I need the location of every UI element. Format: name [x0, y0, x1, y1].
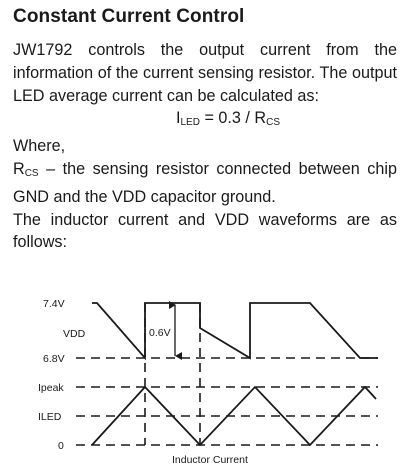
intro-paragraph: JW1792 controls the output current from …	[13, 41, 397, 105]
vdd-waveform	[92, 302, 378, 361]
iled-label: ILED	[38, 411, 62, 423]
formula-led-subscript: LED	[180, 117, 200, 129]
waveform-intro: The inductor current and VDD waveforms a…	[13, 210, 397, 252]
section-title: Constant Current Control	[13, 6, 245, 27]
formula-i: I	[176, 109, 181, 128]
body-text: JW1792 controls the output current from …	[13, 39, 397, 254]
vmax-label: 7.4V	[43, 298, 65, 310]
vdd-label: VDD	[63, 328, 86, 340]
inductor-current-waveform	[91, 385, 377, 447]
rcs-description: – the sensing resistor connected between…	[13, 159, 397, 206]
zero-label: 0	[58, 440, 64, 452]
current-formula: ILED = 0.3 / RCS	[13, 107, 397, 135]
delta-voltage-label: 0.6V	[149, 327, 171, 339]
inductor-current-caption: Inductor Current	[172, 454, 248, 466]
rcs-symbol: R	[13, 159, 25, 178]
formula-middle: = 0.3 / R	[199, 109, 267, 128]
formula-cs-subscript: CS	[266, 117, 280, 129]
waveform-diagram: 7.4V VDD 6.8V Ipeak ILED 0 0.6V Inductor…	[38, 298, 378, 466]
rcs-subscript: CS	[24, 167, 39, 179]
ipeak-label: Ipeak	[38, 382, 64, 394]
rcs-definition: RCS – the sensing resistor connected bet…	[13, 158, 397, 209]
vmin-label: 6.8V	[43, 353, 65, 365]
where-label: Where,	[13, 137, 66, 156]
